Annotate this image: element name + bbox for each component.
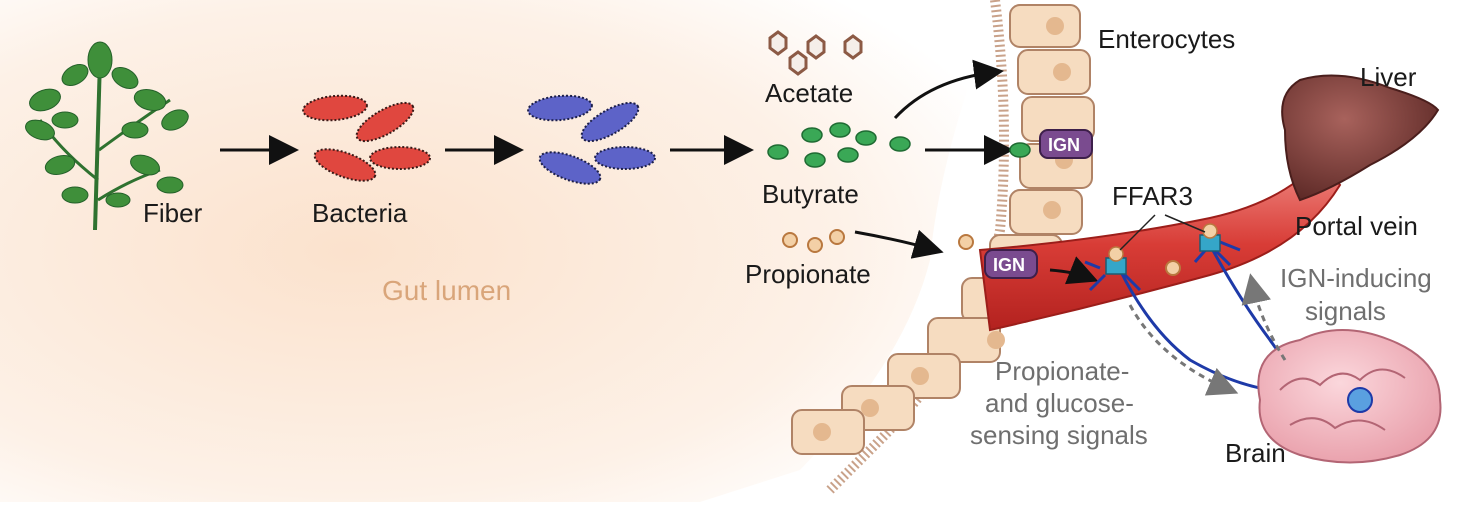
portal-vein — [978, 158, 1342, 332]
ign-badge-upper — [1039, 129, 1093, 159]
label-bacteria: Bacteria — [312, 198, 408, 228]
butyrate-molecules — [767, 122, 1031, 168]
label-acetate: Acetate — [765, 78, 853, 108]
acetate-molecules — [768, 30, 863, 76]
ffar3-pointer-lines — [1119, 214, 1206, 251]
label-ign-upper: IGN — [1048, 135, 1080, 155]
label-gut-lumen: Gut lumen — [382, 275, 511, 306]
label-ign-inducing-line2: signals — [1305, 296, 1386, 326]
ign-badge-lower — [984, 249, 1038, 279]
label-enterocytes: Enterocytes — [1098, 24, 1235, 54]
liver-icon — [1281, 74, 1440, 202]
receptor-icon — [1105, 223, 1221, 275]
label-prop-glucose-line3: sensing signals — [970, 420, 1148, 450]
flow-arrows — [220, 59, 1099, 285]
label-prop-glucose-line1: Propionate- — [995, 356, 1129, 386]
label-ign-lower: IGN — [993, 255, 1025, 275]
propionate-molecules — [782, 229, 1181, 276]
gut-lumen-region — [0, 0, 1000, 502]
label-fiber: Fiber — [143, 198, 203, 228]
label-butyrate: Butyrate — [762, 179, 859, 209]
label-prop-glucose-line2: and glucose- — [985, 388, 1134, 418]
label-ffar3: FFAR3 — [1112, 181, 1193, 211]
bacteria-blue-group — [527, 94, 656, 185]
signal-arrows — [1128, 273, 1287, 396]
plant-icon — [25, 41, 189, 231]
label-portal-vein: Portal vein — [1295, 211, 1418, 241]
bacteria-red-group — [302, 94, 431, 182]
label-ign-inducing-line1: IGN-inducing — [1280, 263, 1432, 293]
label-propionate: Propionate — [745, 259, 871, 289]
label-brain: Brain — [1225, 438, 1286, 468]
label-liver: Liver — [1360, 62, 1417, 92]
brain-icon — [1257, 329, 1442, 464]
